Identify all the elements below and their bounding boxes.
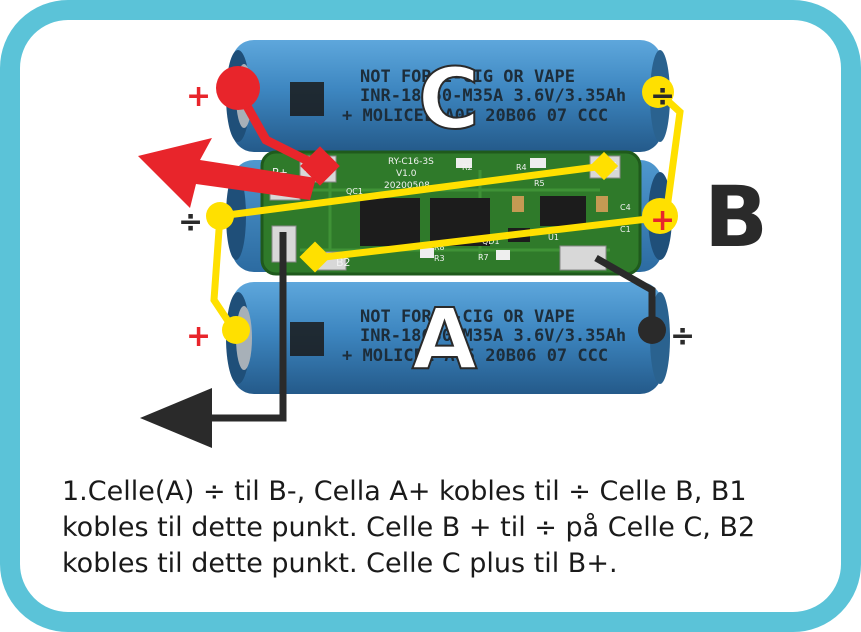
datamatrix-code	[290, 322, 324, 356]
cell-a-print-1: NOT FOR E-CIG OR VAPE	[360, 307, 575, 327]
label-r8: R8	[434, 243, 445, 252]
symbol-b-minus: ÷	[178, 205, 203, 240]
board-model: RY-C16-3S	[388, 157, 434, 167]
instruction-caption: 1.Celle(A) ÷ til B-, Cella A+ kobles til…	[62, 474, 832, 582]
label-c4: C4	[620, 203, 631, 212]
cell-b-letter: B	[704, 168, 768, 266]
cell-b-minus-dot	[206, 202, 234, 230]
label-r4: R4	[516, 163, 527, 172]
cell-b-plus-dot	[642, 198, 678, 234]
black-wire	[140, 232, 666, 448]
cell-a-letter: A	[412, 290, 477, 388]
label-r3: R3	[434, 254, 445, 263]
b1-marker	[589, 151, 619, 181]
label-b2: B2	[336, 256, 351, 269]
label-qd1: QD1	[482, 237, 500, 246]
yellow-wires	[206, 76, 684, 344]
red-wire	[138, 66, 340, 208]
cell-c-plus-dot	[216, 66, 260, 110]
symbol-b-plus: +	[650, 203, 675, 238]
label-r7: R7	[478, 253, 489, 262]
b2-marker	[299, 241, 331, 273]
board-date: 20200508	[384, 181, 430, 191]
label-u1: U1	[548, 233, 559, 242]
mosfet-qc1	[360, 198, 420, 246]
cell-c-minus-dot	[642, 76, 674, 108]
cell-a-print-3: + MOLICEL A05 20B06 07 CCC	[342, 346, 608, 366]
symbol-c-plus: +	[186, 79, 211, 114]
label-c1: C1	[620, 225, 631, 234]
caption-line-2: kobles til dette punkt. Celle B + til ÷ …	[62, 512, 756, 543]
cell-c-print-2: INR-18650-M35A 3.6V/3.35Ah	[360, 86, 626, 106]
datamatrix-code	[290, 82, 324, 116]
symbol-c-minus: ÷	[650, 79, 675, 114]
cell-c-letter: C	[418, 50, 480, 148]
cell-c-print-3: + MOLICEL A05 20B06 07 CCC	[342, 106, 608, 126]
label-r5: R5	[534, 179, 545, 188]
board-version: V1.0	[396, 169, 417, 179]
cell-a-print-2: INR-18650-M35A 3.6V/3.35Ah	[360, 326, 626, 346]
label-r2: R2	[462, 163, 473, 172]
caption-line-1: 1.Celle(A) ÷ til B-, Cella A+ kobles til…	[62, 476, 747, 507]
caption-line-3: kobles til dette punkt. Celle C plus til…	[62, 548, 618, 579]
cell-a-plus-dot	[222, 316, 250, 344]
symbol-a-minus: ÷	[670, 319, 695, 354]
bplus-marker	[300, 146, 340, 186]
cell-c-print-1: NOT FOR E-CIG OR VAPE	[360, 67, 575, 87]
red-output-arrow	[138, 138, 316, 208]
ic-u1	[540, 196, 586, 226]
cell-a-minus-dot	[638, 316, 666, 344]
symbol-a-plus: +	[186, 319, 211, 354]
label-qc1: QC1	[346, 187, 363, 196]
black-output-arrow	[140, 388, 212, 448]
